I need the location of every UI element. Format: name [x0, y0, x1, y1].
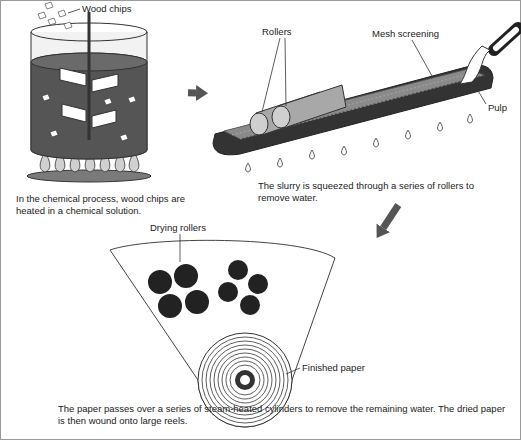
part-label: Rollers — [262, 26, 292, 37]
tank-illustration — [120, 134, 128, 141]
stage-caption: The paper passes over a series of steam-… — [58, 403, 510, 426]
tank-illustration — [64, 22, 72, 29]
conveyor-illustration — [285, 38, 286, 106]
conveyor-illustration — [250, 113, 268, 135]
conveyor-illustration — [246, 163, 251, 172]
dryer-illustration — [180, 234, 181, 262]
dryer-illustration — [218, 353, 272, 407]
stage-caption: The slurry is squeezed through a series … — [258, 180, 508, 203]
conveyor-illustration — [224, 69, 484, 139]
conveyor-illustration — [374, 138, 379, 147]
part-label: Pulp — [488, 102, 507, 113]
dryer-illustration — [217, 281, 239, 303]
conveyor-illustration — [232, 72, 476, 135]
dryer-illustration — [240, 375, 250, 385]
dryer-illustration — [235, 370, 255, 390]
process-stage: The slurry is squeezed through a series … — [208, 22, 515, 205]
dryer-illustration — [286, 368, 300, 374]
dryer-illustration — [110, 234, 335, 427]
tank-illustration — [58, 10, 66, 17]
flow-arrow — [383, 205, 398, 228]
part-label: Wood chips — [82, 3, 131, 14]
tank-illustration — [68, 9, 80, 13]
process-stage: The paper passes over a series of steam-… — [50, 238, 512, 434]
conveyor-illustration — [342, 146, 347, 155]
conveyor-illustration — [494, 28, 518, 50]
dryer-illustration — [184, 289, 210, 315]
tank-illustration — [27, 2, 151, 182]
conveyor-illustration — [262, 38, 280, 112]
part-label: Drying rollers — [150, 222, 206, 233]
dryer-illustration — [226, 361, 264, 399]
part-label: Finished paper — [302, 362, 365, 373]
tank-illustration — [50, 130, 58, 137]
tank-illustration — [42, 94, 50, 101]
dryer-illustration — [239, 294, 261, 316]
tank-illustration — [48, 18, 56, 25]
tank-illustration — [38, 12, 46, 19]
dryer-illustration — [173, 263, 199, 289]
conveyor-illustration — [213, 28, 518, 172]
conveyor-illustration — [496, 30, 516, 48]
tank-illustration — [88, 12, 91, 140]
conveyor-illustration — [406, 130, 411, 139]
conveyor-illustration — [240, 75, 484, 139]
flow-arrow — [188, 89, 196, 96]
conveyor-illustration — [438, 122, 443, 131]
tank-illustration — [60, 68, 86, 86]
process-stage: In the chemical process, wood chips are … — [12, 8, 188, 220]
dryer-illustration — [147, 269, 173, 295]
stage-caption: In the chemical process, wood chips are … — [16, 193, 188, 216]
conveyor-illustration — [468, 114, 473, 123]
tank-illustration — [45, 2, 53, 9]
dryer-illustration — [247, 273, 269, 295]
part-label: Mesh screening — [372, 28, 439, 39]
dryer-illustration — [110, 240, 335, 427]
dryer-illustration — [214, 349, 276, 411]
conveyor-illustration — [460, 46, 490, 84]
tank-illustration — [92, 74, 118, 92]
conveyor-illustration — [412, 40, 432, 76]
dryer-illustration — [230, 365, 260, 395]
tank-illustration — [92, 110, 116, 128]
conveyor-illustration — [213, 65, 493, 155]
dryer-illustration — [227, 259, 249, 281]
tank-illustration — [104, 98, 112, 105]
dryer-illustration — [157, 293, 183, 319]
tank-illustration — [62, 104, 86, 122]
conveyor-illustration — [310, 150, 315, 159]
tank-illustration — [128, 96, 136, 103]
dryer-illustration — [222, 357, 268, 403]
conveyor-illustration — [272, 106, 290, 128]
conveyor-illustration — [278, 158, 283, 167]
conveyor-illustration — [474, 84, 486, 104]
